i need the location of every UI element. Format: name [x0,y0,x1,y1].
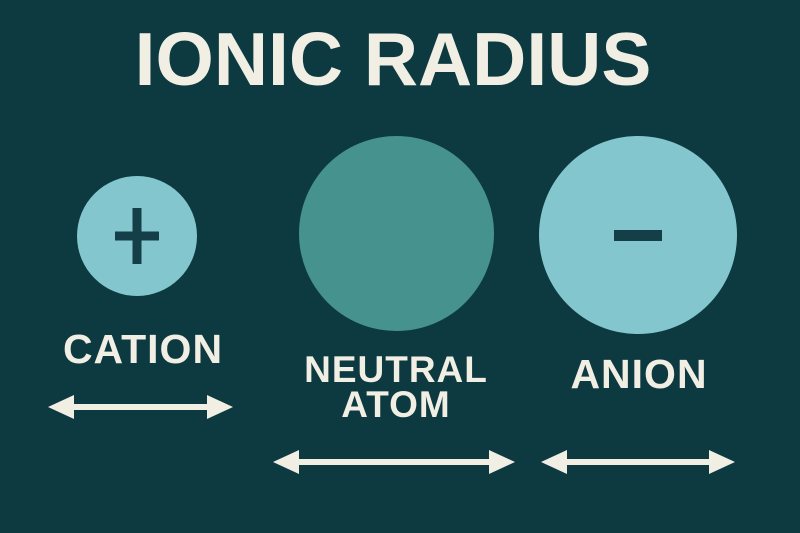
arrow-shaft [561,459,715,465]
neutral-atom-label-line2: ATOM [341,384,451,425]
arrow-right-head-icon [709,450,735,474]
neutral-atom-circle [299,136,494,331]
anion-radius-arrow [541,450,735,474]
neutral-atom-radius-arrow [273,450,515,474]
arrow-shaft [293,459,495,465]
anion-circle [539,136,737,334]
arrow-right-head-icon [489,450,515,474]
plus-icon-horizontal-bar [115,231,159,241]
minus-icon [614,229,662,241]
neutral-atom-label: NEUTRAL ATOM [296,349,496,425]
arrow-right-head-icon [207,395,233,419]
cation-label: CATION [62,326,224,372]
page-title: IONIC RADIUS [134,17,652,101]
cation-circle [77,176,197,296]
cation-radius-arrow [48,395,233,419]
arrow-shaft [68,404,213,410]
neutral-atom-label-line1: NEUTRAL [304,349,488,390]
anion-label: ANION [570,351,708,397]
plus-icon [115,208,159,264]
